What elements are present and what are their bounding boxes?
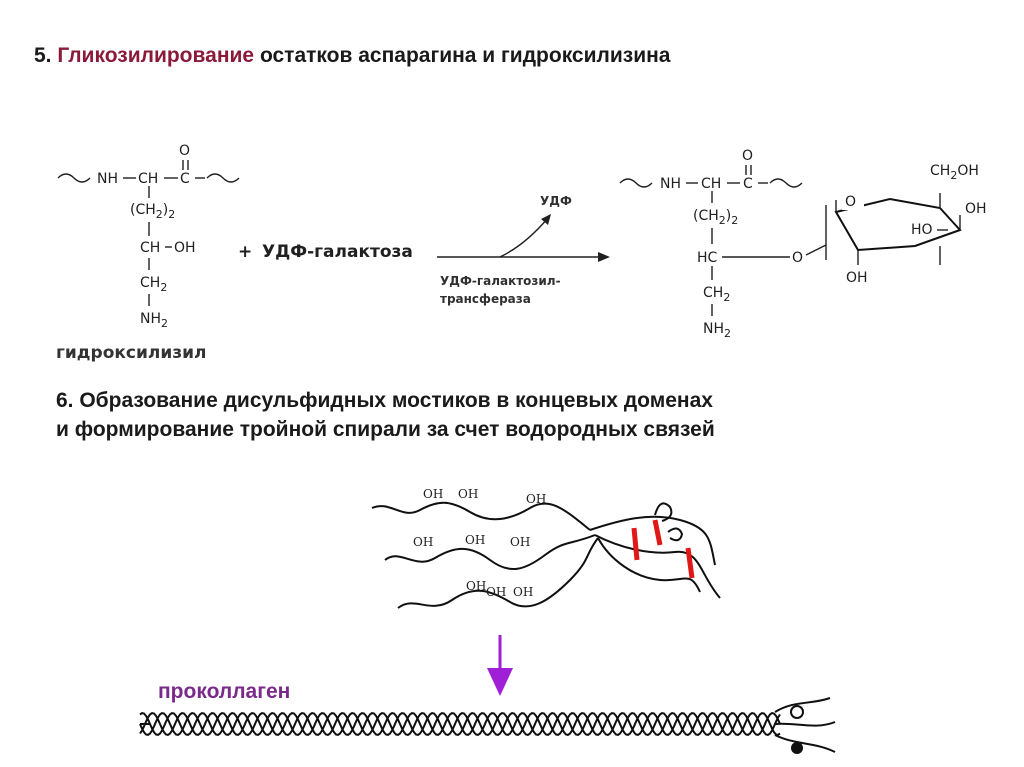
left-nh2: NH2 (140, 311, 168, 330)
disulfide-bridge-2 (652, 519, 663, 546)
helix-strand-1 (139, 712, 781, 736)
section-6-line-1: 6. Образование дисульфидных мостиков в к… (56, 389, 713, 412)
right-ch2b: CH2 (703, 285, 730, 304)
glycosylated-product-structure: NH CH C O (CH2)2 HC O CH2 NH2 O OH CH2OH… (619, 148, 987, 340)
chain-wave-left-in (57, 173, 91, 183)
left-ch: CH (138, 171, 158, 187)
oh-label-2: OH (458, 487, 478, 501)
disulfide-bridge-1 (631, 527, 640, 561)
chain-wave-left-out (206, 173, 240, 183)
chain-3 (397, 537, 599, 609)
ring-oh-bottom: OH (846, 270, 868, 286)
enzyme-line-1: УДФ-галактозил- (440, 274, 561, 288)
transition-arrow-head (487, 668, 513, 696)
helix-end-tail-1 (774, 697, 831, 713)
chain-loop-2 (667, 527, 684, 542)
ring-oh-right: OH (965, 201, 987, 217)
right-carbonyl-o: O (742, 148, 753, 164)
glycosidic-link-o: O (792, 250, 803, 266)
peptide-chains: OH OH OH OH OH OH OH OH OH (371, 487, 721, 609)
helix-end-tail-2 (774, 721, 836, 727)
chain-loop-1 (654, 502, 673, 522)
oh-label-9: OH (513, 585, 533, 599)
reaction-arrow-head (598, 252, 610, 262)
helix-end-tail-3 (774, 734, 836, 753)
left-c: C (180, 171, 190, 187)
oh-label-7: OH (466, 579, 486, 593)
left-ch2b: CH2 (140, 275, 167, 294)
helix-end-loop-1 (790, 705, 804, 719)
oh-label-3: OH (526, 492, 546, 506)
right-nh2: NH2 (703, 321, 731, 340)
section-5-rest: остатков аспарагина и гидроксилизина (259, 44, 671, 67)
helix-end-loop-2 (791, 742, 803, 754)
procollagen-triple-helix (139, 697, 836, 754)
section-5-number: 5. (34, 44, 52, 67)
hydroxylysyl-structure: NH CH C O (CH2)2 CH OH CH2 NH2 гидроксил… (56, 143, 240, 363)
left-nh: NH (97, 171, 118, 187)
ring-ch2oh: CH2OH (930, 163, 979, 182)
left-carbonyl-o: O (179, 143, 190, 159)
plus-sign: + (238, 242, 252, 262)
oh-label-8: OH (486, 585, 506, 599)
chain-2 (384, 534, 596, 571)
ring-oxygen: O (845, 194, 856, 210)
helix-strand-2 (139, 712, 781, 736)
byproduct-udp: УДФ (540, 194, 572, 208)
chain-1 (371, 501, 591, 531)
byproduct-arrow (499, 217, 549, 258)
chain-end-3 (597, 537, 701, 593)
disulfide-bridge-3 (685, 547, 695, 579)
left-choh-ch: CH (140, 240, 160, 256)
ring-ho: HO (911, 222, 933, 238)
left-choh-oh: OH (174, 240, 196, 256)
reagent-udp-galactose: УДФ-галактоза (262, 242, 413, 262)
hydroxylysyl-label: гидроксилизил (56, 343, 207, 363)
right-nh: NH (660, 176, 681, 192)
section-6-line-2: и формирование тройной спирали за счет в… (56, 418, 715, 441)
byproduct-arrow-head (541, 214, 551, 225)
section-5-highlight: Гликозилирование (57, 44, 255, 67)
right-c: C (743, 176, 753, 192)
chain-end-2 (594, 534, 721, 599)
left-ch2-group: (CH2)2 (130, 202, 175, 221)
oh-label-1: OH (423, 487, 443, 501)
procollagen-label: проколлаген (158, 680, 290, 703)
oh-label-4: OH (413, 535, 433, 549)
chain-end-1 (589, 515, 716, 566)
right-ch2-group: (CH2)2 (693, 208, 738, 227)
oh-label-6: OH (510, 535, 530, 549)
helix-strand-3 (139, 712, 781, 736)
oh-label-5: OH (465, 533, 485, 547)
right-hc: HC (697, 250, 718, 266)
section-5-heading: 5. Гликозилирование остатков аспарагина … (34, 44, 670, 68)
right-ch: CH (701, 176, 721, 192)
section-6-heading: 6. Образование дисульфидных мостиков в к… (56, 386, 715, 444)
enzyme-line-2: трансфераза (440, 292, 531, 306)
